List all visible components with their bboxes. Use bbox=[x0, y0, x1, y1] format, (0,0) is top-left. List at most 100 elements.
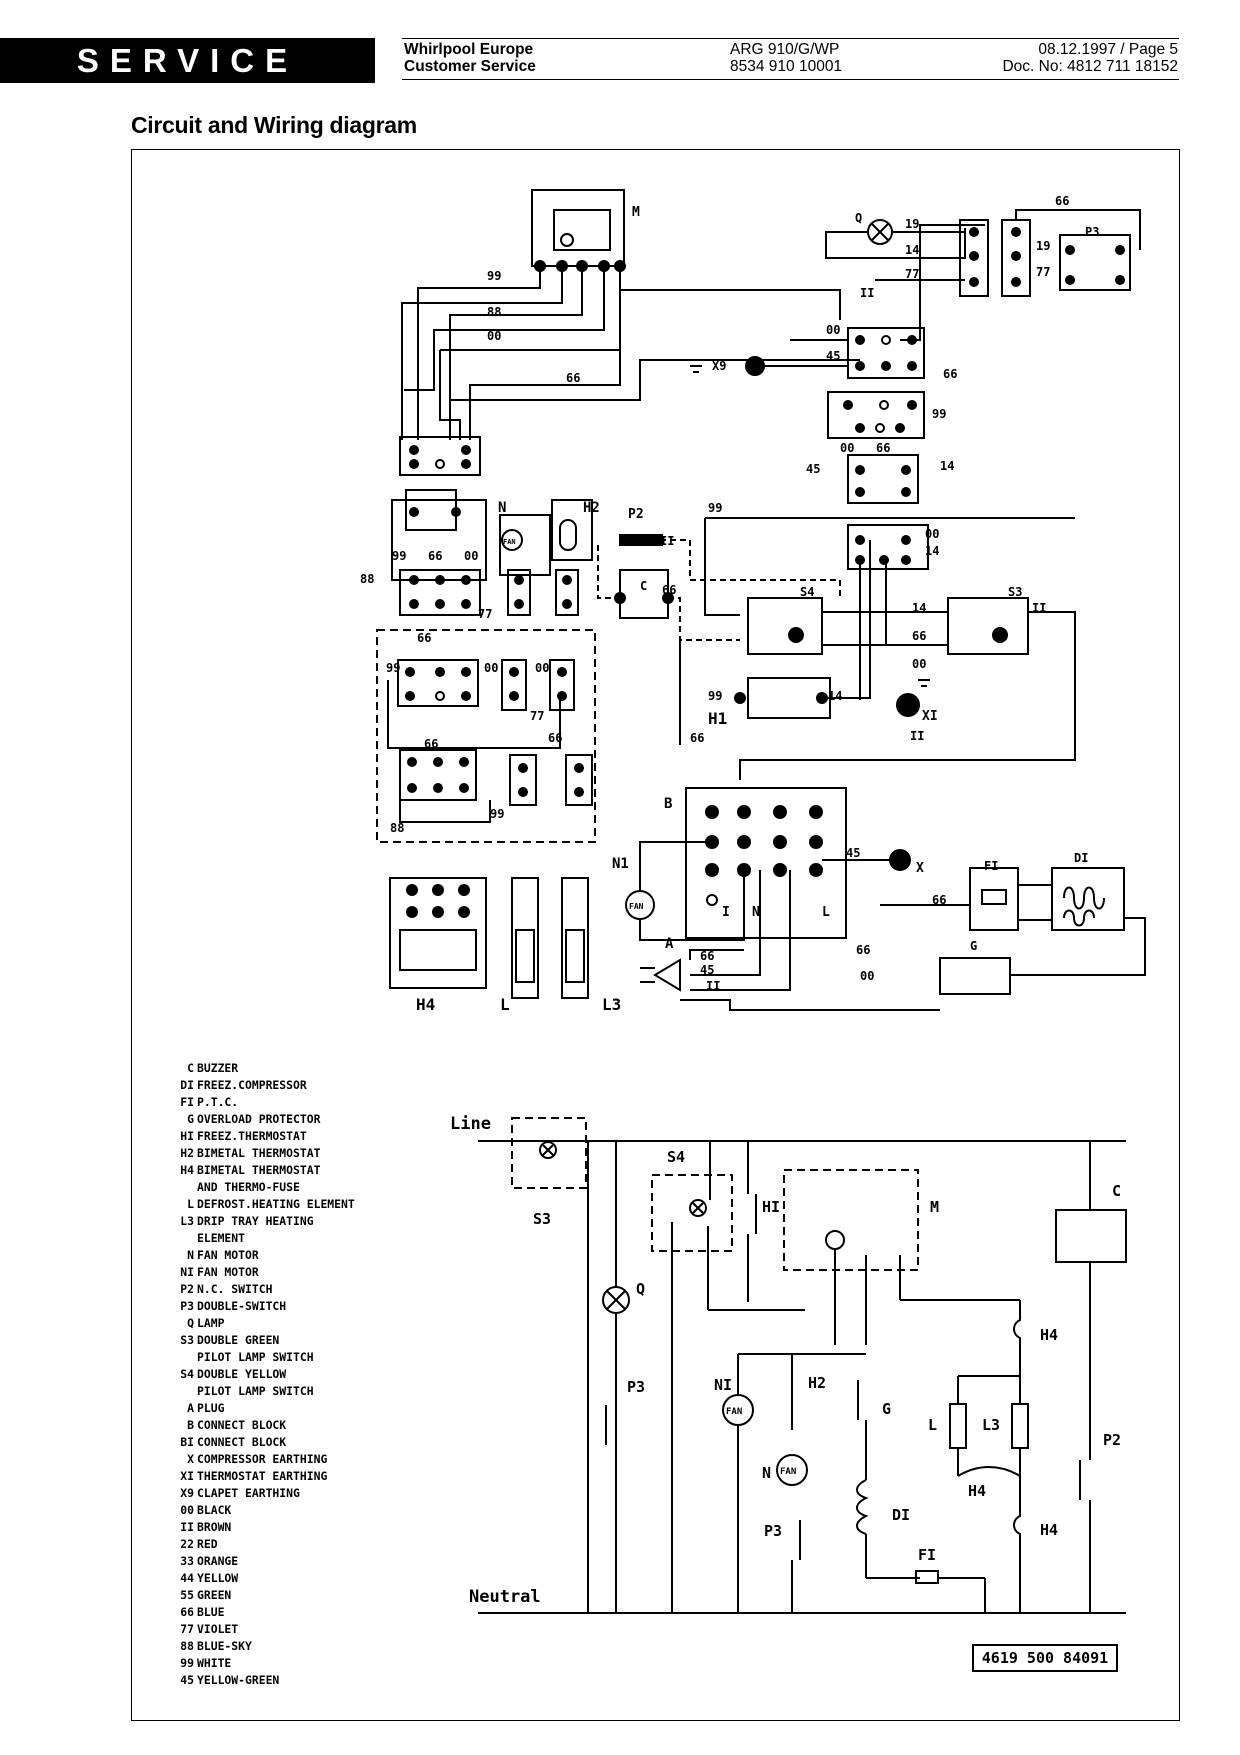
legend-code: 00 bbox=[180, 1503, 194, 1517]
legend-text: ORANGE bbox=[197, 1554, 239, 1568]
wiring-diagram: M 99 88 00 66 II 00 45 66 X9 bbox=[360, 189, 1146, 1014]
wire-88-c: 88 bbox=[390, 821, 404, 835]
schematic-s4 bbox=[651, 1174, 733, 1252]
legend-code: 44 bbox=[180, 1571, 194, 1585]
legend-text: PILOT LAMP SWITCH bbox=[197, 1384, 314, 1398]
model-code: 8534 910 10001 bbox=[730, 58, 843, 75]
switch-s4 bbox=[747, 597, 823, 655]
legend-code: N bbox=[187, 1248, 194, 1262]
wire-77-c: 77 bbox=[478, 607, 492, 621]
schematic-s3 bbox=[511, 1117, 587, 1189]
legend-text: BIMETAL THERMOSTAT bbox=[197, 1146, 321, 1160]
wire-66-d: 66 bbox=[876, 441, 890, 455]
legend-code: 45 bbox=[180, 1673, 194, 1687]
legend-text: BUZZER bbox=[197, 1061, 239, 1075]
legend-item: ELEMENT bbox=[176, 1230, 355, 1247]
label-s3: S3 bbox=[1008, 585, 1022, 599]
label-l3: L3 bbox=[602, 995, 621, 1014]
label-p2: P2 bbox=[628, 507, 644, 522]
legend-text: FREEZ.THERMOSTAT bbox=[197, 1129, 307, 1143]
schematic-heater-l bbox=[949, 1403, 967, 1449]
schematic-c-label: C bbox=[1112, 1182, 1121, 1200]
wire-19-b: 19 bbox=[1036, 239, 1050, 253]
legend-code: 77 bbox=[180, 1622, 194, 1636]
part-number: 4619 500 84091 bbox=[981, 1649, 1109, 1667]
wire-66-f: 66 bbox=[662, 583, 676, 597]
legend-code: BI bbox=[180, 1435, 194, 1449]
connector-q bbox=[959, 219, 989, 297]
bimetal-h4 bbox=[389, 877, 487, 989]
wire-77-d: 77 bbox=[530, 709, 544, 723]
line-label: Line bbox=[450, 1114, 491, 1134]
legend-text: RED bbox=[197, 1537, 218, 1551]
label-n1: N1 bbox=[612, 856, 629, 872]
schematic-p2-label: P2 bbox=[1103, 1431, 1121, 1449]
wire-66-c: 66 bbox=[1055, 194, 1069, 208]
wire-00-b: 00 bbox=[826, 323, 840, 337]
legend-text: FAN MOTOR bbox=[197, 1265, 259, 1279]
label-xi: XI bbox=[922, 709, 938, 724]
wire-66-e: 66 bbox=[428, 549, 442, 563]
legend-text: DOUBLE GREEN bbox=[197, 1333, 280, 1347]
wire-99-c: 99 bbox=[392, 549, 406, 563]
legend-code: 99 bbox=[180, 1656, 194, 1670]
connector-top-left bbox=[399, 436, 481, 476]
wire-19: 19 bbox=[905, 217, 919, 231]
schematic-ni-label: NI bbox=[714, 1376, 732, 1394]
wire-45-d: 45 bbox=[700, 963, 714, 977]
schematic-heater-l3 bbox=[1011, 1403, 1029, 1449]
wire-99-e: 99 bbox=[708, 689, 722, 703]
label-a: A bbox=[665, 936, 674, 952]
company-name: Whirlpool Europe bbox=[404, 41, 534, 58]
wire-00-f: 00 bbox=[912, 657, 926, 671]
legend-text: VIOLET bbox=[197, 1622, 239, 1636]
legend-code: DI bbox=[180, 1078, 194, 1092]
schematic-diagram: Line Neutral S3 Q P3 S4 HI M bbox=[450, 1114, 1127, 1672]
legend-code: G bbox=[187, 1112, 194, 1126]
legend-code: H4 bbox=[180, 1163, 194, 1177]
motor-m-icon bbox=[560, 233, 574, 247]
legend-item: PILOT LAMP SWITCH bbox=[176, 1383, 355, 1400]
connector-mid-1 bbox=[827, 391, 925, 439]
legend-text: BLUE bbox=[197, 1605, 225, 1619]
label-q: Q bbox=[855, 211, 862, 225]
label-x9: X9 bbox=[712, 359, 726, 373]
fan-n bbox=[501, 529, 523, 551]
svg-text:FAN: FAN bbox=[503, 538, 516, 546]
wire-00-i: 00 bbox=[860, 969, 874, 983]
heater-l3 bbox=[561, 877, 589, 999]
legend-item: PILOT LAMP SWITCH bbox=[176, 1349, 355, 1366]
x-earthing bbox=[889, 849, 911, 871]
x9-earthing bbox=[745, 356, 765, 376]
label-fi: FI bbox=[984, 859, 998, 873]
legend-code: X bbox=[187, 1452, 194, 1466]
schematic-fi-label: FI bbox=[918, 1546, 936, 1564]
terminal-i: I bbox=[722, 905, 730, 920]
wire-66-h: 66 bbox=[690, 731, 704, 745]
model-name: ARG 910/G/WP bbox=[730, 41, 840, 58]
legend-text: DEFROST.HEATING ELEMENT bbox=[197, 1197, 355, 1211]
wire-77: 77 bbox=[905, 267, 919, 281]
label-h4: H4 bbox=[416, 995, 435, 1014]
date-page: 08.12.1997 / Page 5 bbox=[1038, 41, 1178, 58]
schematic-buzzer-c bbox=[1055, 1209, 1127, 1263]
connect-block-b bbox=[685, 787, 847, 939]
legend-code: P2 bbox=[180, 1282, 194, 1296]
